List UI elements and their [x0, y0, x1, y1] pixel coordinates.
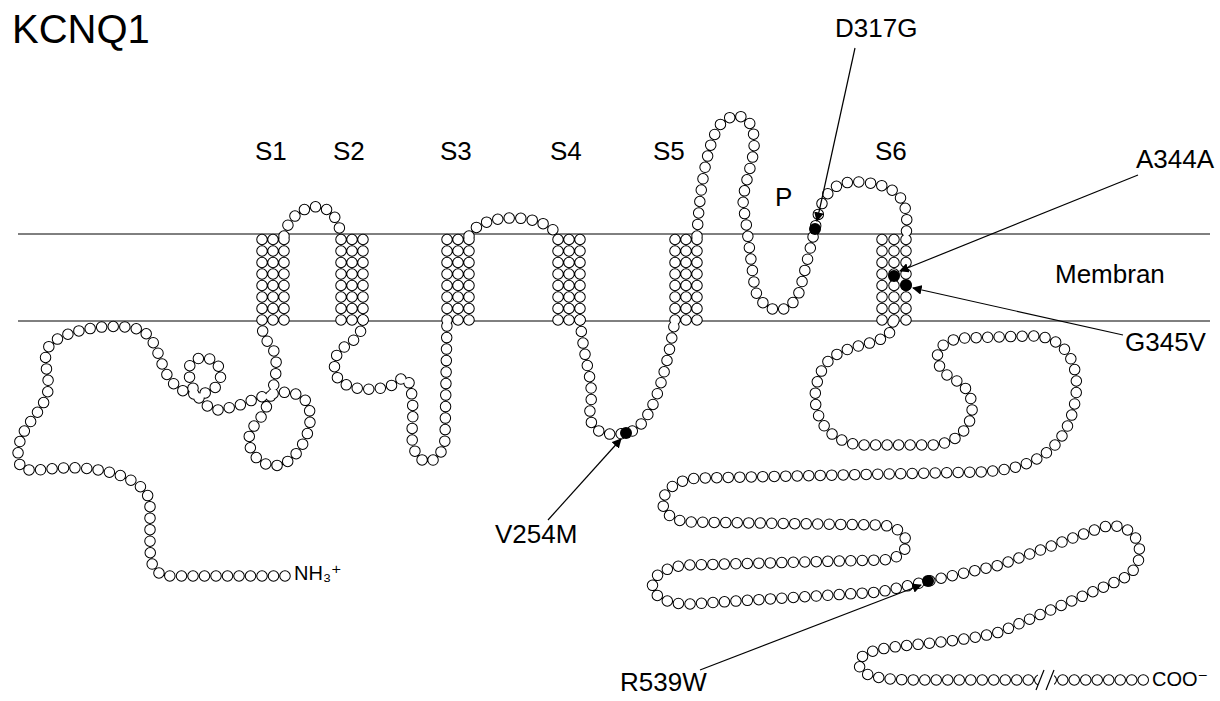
mutation-label: A344A [1136, 145, 1214, 175]
segment-label: S6 [875, 137, 907, 167]
chain-break [1036, 670, 1054, 690]
membrane-label: Membran [1055, 260, 1165, 290]
mutation-label: D317G [835, 14, 917, 44]
terminus-label: COO⁻ [1152, 668, 1208, 691]
leader-arrow [548, 48, 1138, 670]
segment-label: S4 [550, 137, 582, 167]
mutation-label: R539W [620, 668, 707, 698]
membrane-line [18, 321, 1210, 322]
segment-label: S3 [440, 137, 472, 167]
segment-label: P [775, 183, 792, 213]
mutation-dot [620, 223, 934, 587]
residue-chain-fill [18, 116, 1148, 680]
residue-chain-outline [18, 116, 1148, 680]
mutation-label: V254M [495, 520, 577, 550]
membrane-line [18, 234, 1210, 235]
mutation-label: G345V [1125, 328, 1206, 358]
segment-label: S2 [333, 137, 365, 167]
segment-label: S1 [255, 137, 287, 167]
figure-title: KCNQ1 [12, 6, 150, 52]
segment-label: S5 [653, 137, 685, 167]
terminus-label: NH₃⁺ [294, 562, 342, 585]
